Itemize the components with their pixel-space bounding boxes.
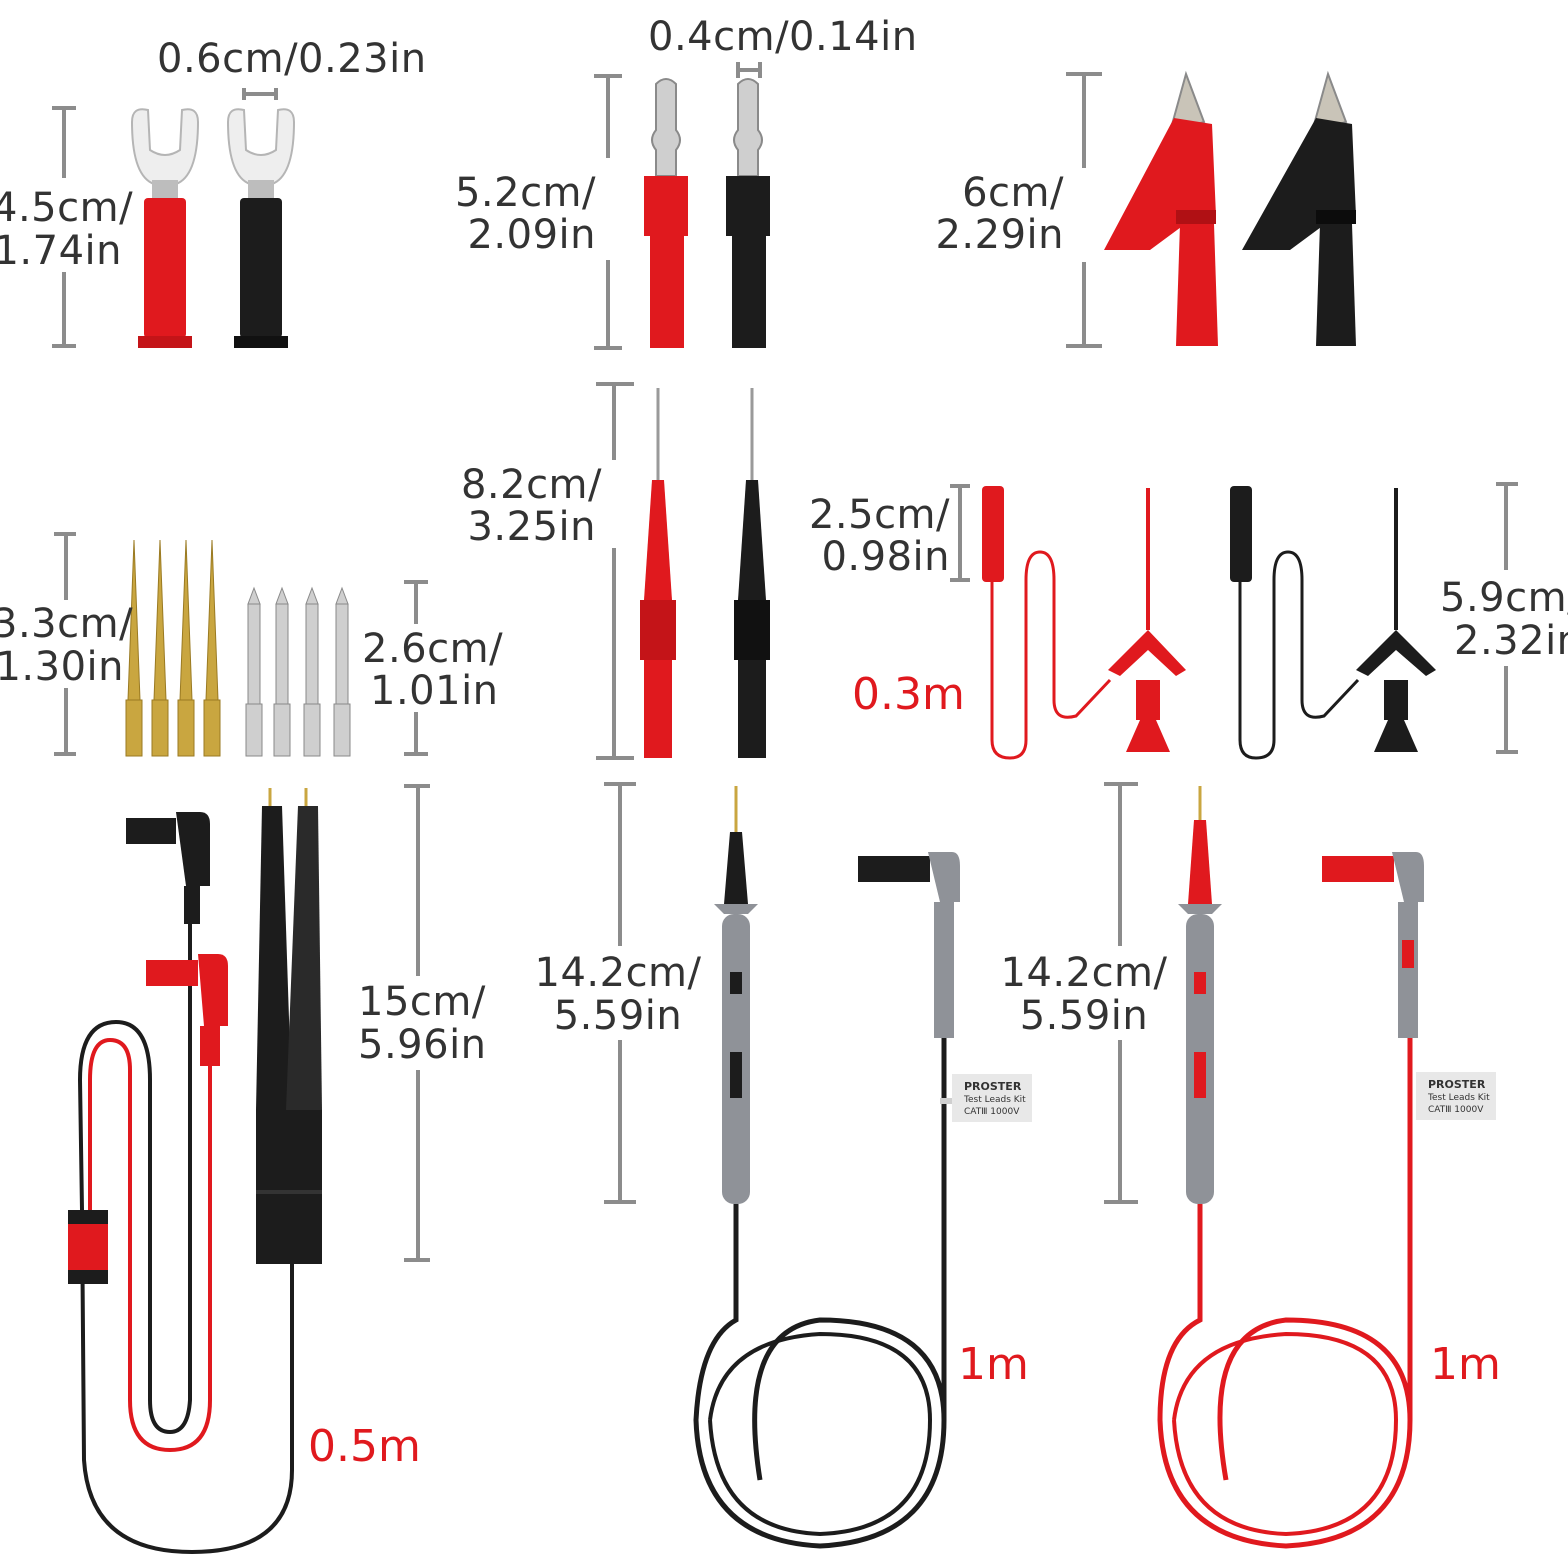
probe-red-height-label-1: 14.2cm/ — [1000, 950, 1168, 996]
silver-pins-height-label-2: 1.01in — [370, 668, 499, 714]
gold-pins-height-label-1: 3.3cm/ — [0, 601, 134, 647]
tweezers-height-label-2: 5.96in — [358, 1022, 487, 1068]
hook-socket-label-2: 0.98in — [821, 534, 950, 580]
gold-pins — [125, 539, 221, 757]
hook-clip-black — [1230, 486, 1436, 760]
spade-height-label-1: 4.5cm/ — [0, 185, 134, 231]
tweezers-height-label-1: 15cm/ — [358, 979, 486, 1025]
tag-brand: PROSTER — [1428, 1078, 1486, 1091]
alligator-clip-red — [1104, 70, 1218, 346]
hook-cable-length: 0.3m — [852, 669, 965, 720]
tag-line-3: CATⅢ 1000V — [1428, 1105, 1484, 1115]
back-probe-height-label-1: 8.2cm/ — [460, 462, 602, 508]
probe-red-cable-length: 1m — [1430, 1339, 1501, 1390]
probe-red-height-label-2: 5.59in — [1019, 993, 1149, 1039]
back-probe-black — [734, 388, 770, 758]
probe-black-height-label-2: 5.59in — [553, 993, 683, 1039]
gold-pins-height-label-2: 1.30in — [0, 644, 124, 690]
tag-line-2: Test Leads Kit — [963, 1095, 1026, 1105]
probe-black-cable-length: 1m — [958, 1339, 1029, 1390]
spade-terminal-black — [226, 108, 296, 348]
product-tag-black-lead: PROSTER Test Leads Kit CATⅢ 1000V — [940, 1074, 1032, 1122]
spade-height-label-2: 1.74in — [0, 228, 122, 274]
hook-height-label-1: 5.9cm/ — [1440, 575, 1568, 621]
tag-line-2: Test Leads Kit — [1427, 1093, 1490, 1103]
silver-pins-height-label-1: 2.6cm/ — [362, 626, 504, 672]
back-probe-height-label-2: 3.25in — [467, 504, 596, 550]
dimension-brackets — [52, 62, 1518, 1262]
spade-width-label: 0.6cm/0.23in — [157, 36, 427, 82]
banana-plug-red — [644, 78, 688, 348]
hook-clip-red — [982, 486, 1186, 760]
smd-tweezers — [68, 788, 322, 1555]
test-probe-red — [1157, 786, 1424, 1549]
back-probe-red — [640, 388, 676, 758]
spade-terminal-red — [130, 108, 200, 348]
banana-width-label: 0.4cm/0.14in — [648, 14, 918, 60]
banana-height-label-2: 2.09in — [467, 212, 596, 258]
probe-black-height-label-1: 14.2cm/ — [534, 950, 702, 996]
banana-plug-black — [726, 78, 770, 348]
banana-height-label-1: 5.2cm/ — [454, 170, 596, 216]
alligator-height-label-2: 2.29in — [935, 212, 1064, 258]
tag-brand: PROSTER — [964, 1080, 1022, 1093]
tag-line-3: CATⅢ 1000V — [964, 1107, 1020, 1117]
alligator-clip-black — [1242, 70, 1356, 346]
product-tag-red-lead: PROSTER Test Leads Kit CATⅢ 1000V — [1416, 1072, 1496, 1120]
silver-pins — [245, 586, 351, 757]
tweezers-cable-length: 0.5m — [308, 1421, 421, 1472]
hook-socket-label-1: 2.5cm/ — [808, 492, 950, 538]
alligator-height-label-1: 6cm/ — [962, 170, 1064, 216]
hook-height-label-2: 2.32in — [1454, 618, 1568, 664]
test-probe-black — [693, 786, 960, 1549]
